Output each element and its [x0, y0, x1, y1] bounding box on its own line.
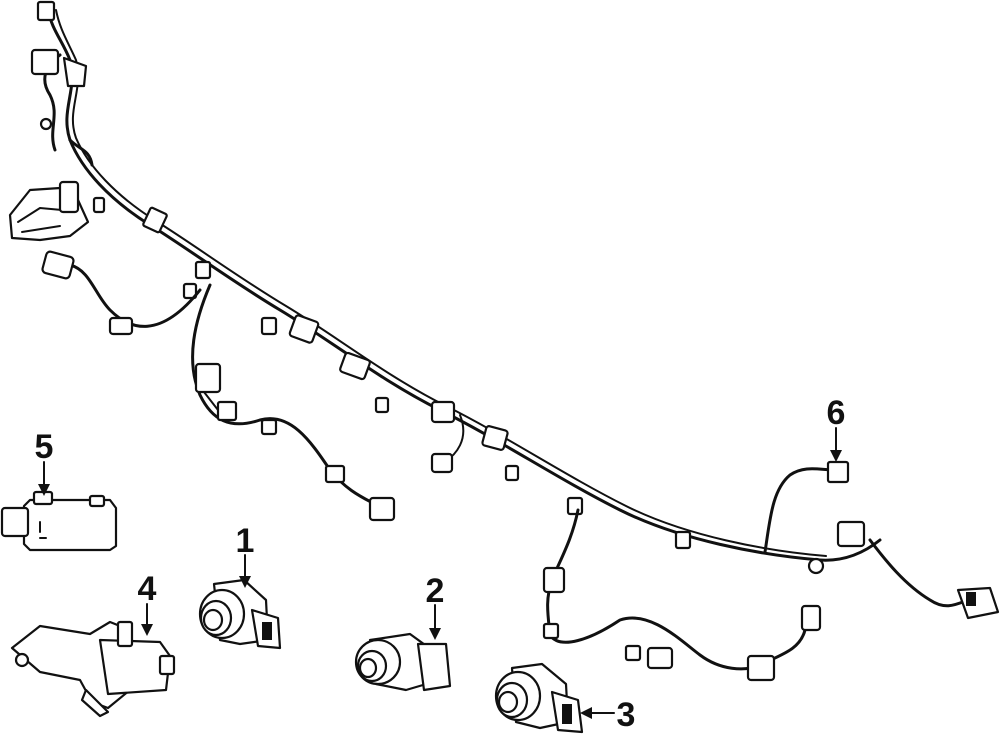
callout-2: 2 — [426, 572, 445, 610]
trunk-clip-g-icon — [374, 396, 390, 414]
left-branch-clip-b-icon — [216, 400, 238, 422]
part-3-sensor — [494, 662, 584, 734]
trunk-connector-e-icon — [288, 314, 320, 344]
callout-6: 6 — [827, 394, 846, 432]
right-branch-plug-icon — [646, 646, 674, 670]
part-5-module — [0, 490, 118, 552]
right-branch-clip-b-icon — [624, 644, 642, 662]
trunk-connector-a-icon — [142, 206, 168, 234]
trunk-connector-h-icon — [430, 400, 456, 424]
sensor-connector-6-icon — [826, 460, 850, 484]
right-branch-plug-c-icon — [800, 604, 822, 632]
callout-4: 4 — [138, 570, 157, 608]
small-clip-icon — [92, 196, 106, 214]
trunk-clip-l-icon — [674, 530, 692, 550]
callout-leaders — [38, 427, 842, 719]
left-branch-clip-c-icon — [260, 418, 278, 436]
part-2-sensor — [354, 632, 452, 692]
right-branch-connector-icon — [542, 566, 566, 594]
right-end-connector-icon — [836, 520, 866, 548]
callout-1: 1 — [236, 522, 255, 560]
center-branch-plug-icon — [430, 452, 454, 474]
right-branch-plug-b-icon — [746, 654, 776, 682]
right-end-plug-icon — [956, 586, 1000, 620]
callout-3: 3 — [617, 696, 636, 734]
right-branch-clip-icon — [542, 622, 560, 640]
trunk-connector-i-icon — [481, 425, 509, 451]
part-4-bracket — [10, 620, 176, 718]
left-sensor-plug-icon — [41, 250, 75, 280]
trunk-clip-c-icon — [182, 282, 198, 300]
upper-clip-icon — [62, 56, 88, 88]
left-bracket-connector-icon — [58, 180, 80, 214]
left-branch-clip-icon — [108, 316, 134, 336]
trunk-grommet-icon — [807, 557, 825, 575]
left-branch-clip-d-icon — [324, 464, 346, 484]
trunk-connector-f-icon — [339, 351, 371, 381]
upper-connector-icon — [30, 48, 60, 76]
callout-5: 5 — [35, 428, 54, 466]
trunk-clip-j-icon — [504, 464, 520, 482]
top-connector-icon — [36, 0, 56, 22]
left-branch-plug-icon — [368, 496, 396, 522]
harness-clip-icon — [39, 117, 53, 131]
trunk-clip-d-icon — [260, 316, 278, 336]
trunk-clip-k-icon — [566, 496, 584, 516]
left-branch-connector-icon — [194, 362, 222, 394]
wiring-harness — [8, 0, 1000, 682]
trunk-clip-b-icon — [194, 260, 212, 280]
part-1-sensor — [198, 578, 282, 650]
